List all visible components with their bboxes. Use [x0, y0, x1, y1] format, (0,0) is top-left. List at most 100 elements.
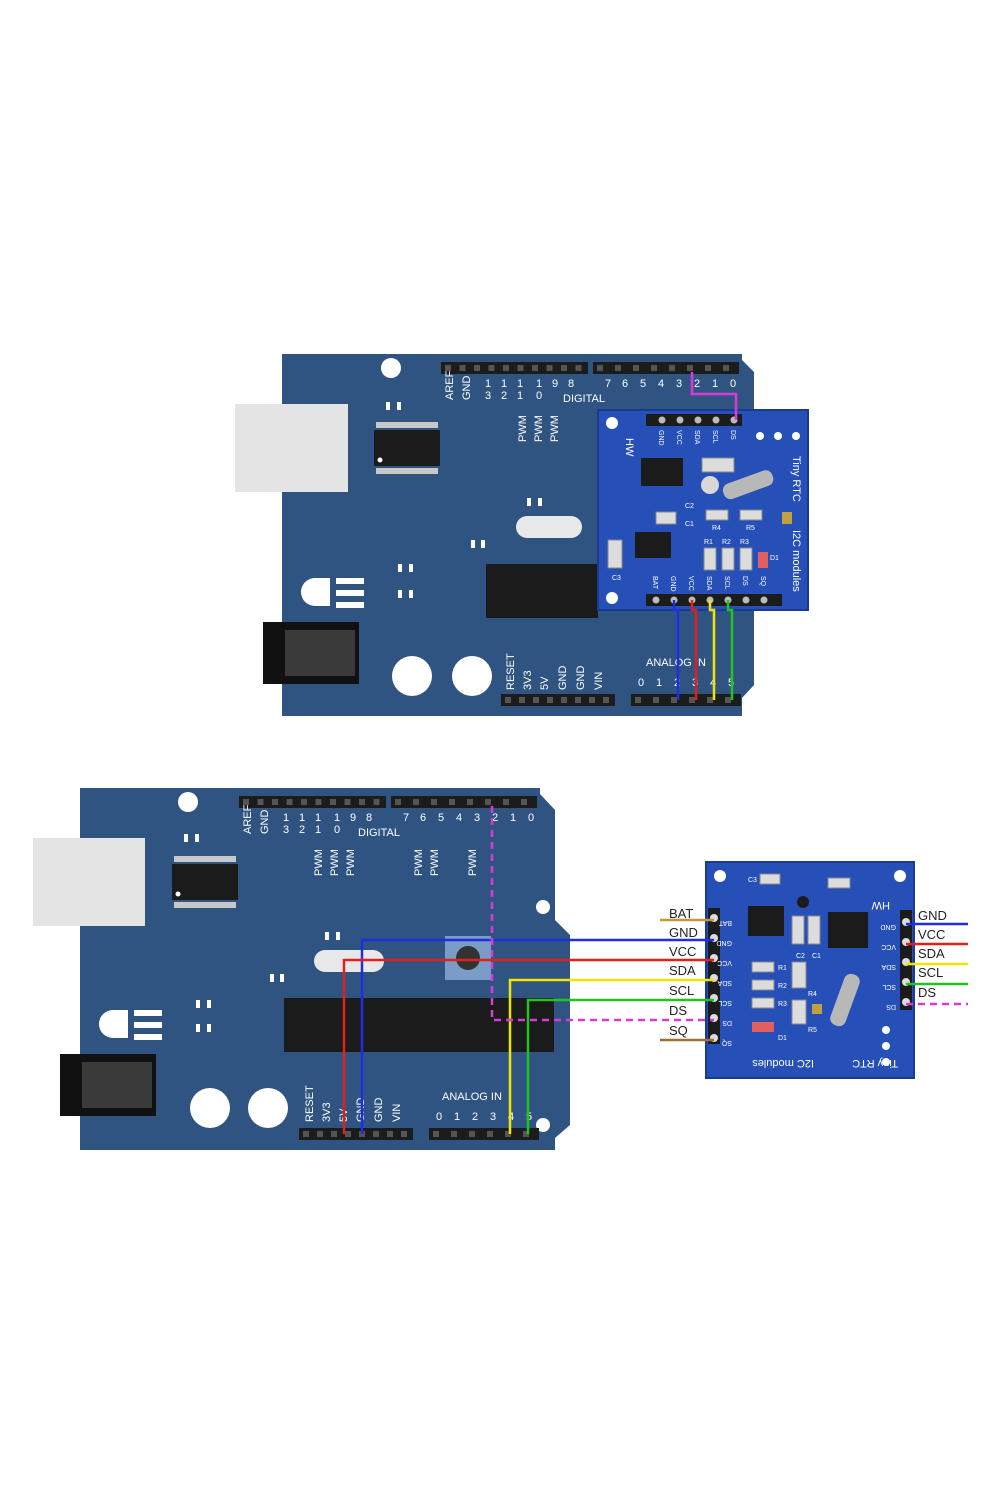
header-pin[interactable]: [669, 365, 675, 371]
header-pin[interactable]: [517, 365, 524, 371]
header-pin[interactable]: [459, 365, 466, 371]
pin-number-label: 1: [299, 812, 305, 824]
header-pin[interactable]: [373, 1131, 379, 1137]
power-label-reset: RESET: [304, 1085, 316, 1122]
header-pin[interactable]: [723, 365, 729, 371]
header-pin[interactable]: [687, 365, 693, 371]
header-pin[interactable]: [503, 799, 509, 805]
rtc-pin[interactable]: [712, 416, 720, 424]
header-pin[interactable]: [467, 799, 473, 805]
header-pin[interactable]: [505, 697, 511, 703]
header-pin[interactable]: [532, 365, 538, 371]
header-pin[interactable]: [373, 799, 380, 805]
header-pin[interactable]: [286, 799, 293, 805]
power-header: [501, 694, 615, 706]
rtc-pin[interactable]: [658, 416, 666, 424]
usb-chip: [374, 430, 440, 466]
rtc-pin-label: SCL: [711, 430, 718, 444]
rtc-pin[interactable]: [742, 596, 750, 604]
header-pin[interactable]: [671, 697, 677, 703]
rtc-subtitle: I2C modules: [790, 530, 802, 592]
header-pin[interactable]: [301, 799, 307, 805]
wire-vcc: [690, 600, 698, 700]
header-pin[interactable]: [387, 1131, 393, 1137]
rtc-pin-silk: SQ: [721, 1039, 732, 1046]
header-pin[interactable]: [635, 697, 641, 703]
header-pin[interactable]: [521, 799, 527, 805]
header-pin[interactable]: [330, 799, 336, 805]
header-pin[interactable]: [485, 799, 491, 805]
header-pin[interactable]: [345, 1131, 351, 1137]
header-pin[interactable]: [651, 365, 657, 371]
header-pin[interactable]: [533, 697, 539, 703]
header-pin[interactable]: [575, 697, 581, 703]
header-pin[interactable]: [597, 365, 603, 371]
rtc-pin[interactable]: [760, 596, 768, 604]
wire-scl: [526, 998, 714, 1134]
header-pin[interactable]: [505, 1131, 511, 1137]
header-pin[interactable]: [451, 1131, 457, 1137]
pin-number-label: 1: [334, 812, 340, 824]
header-pin[interactable]: [546, 365, 553, 371]
header-pin[interactable]: [487, 1131, 493, 1137]
header-pin[interactable]: [401, 1131, 407, 1137]
rtc-pin[interactable]: [694, 416, 702, 424]
header-pin[interactable]: [705, 365, 711, 371]
rtc-pin-silk: SDA: [881, 963, 896, 970]
header-pin[interactable]: [315, 799, 322, 805]
header-pin[interactable]: [589, 697, 595, 703]
header-pin[interactable]: [561, 365, 567, 371]
rtc-pin-silk: SDA: [717, 979, 732, 986]
header-pin[interactable]: [689, 697, 695, 703]
pin-label-gnd: GND: [669, 925, 698, 940]
rtc-subtitle: I2C modules: [752, 1057, 814, 1069]
header-pin[interactable]: [503, 365, 509, 371]
pwm-label: PWM: [429, 849, 441, 876]
header-pin[interactable]: [331, 1131, 337, 1137]
header-pin[interactable]: [519, 697, 525, 703]
header-pin[interactable]: [469, 1131, 475, 1137]
header-pin[interactable]: [317, 1131, 323, 1137]
header-pin[interactable]: [575, 365, 582, 371]
header-pin[interactable]: [523, 1131, 529, 1137]
component-label: R3: [778, 1001, 787, 1008]
header-pin[interactable]: [413, 799, 419, 805]
header-pin[interactable]: [707, 697, 713, 703]
header-pin[interactable]: [653, 697, 659, 703]
header-pin[interactable]: [474, 365, 480, 371]
wire-scl: [726, 600, 734, 700]
header-pin[interactable]: [615, 365, 621, 371]
header-pin[interactable]: [243, 799, 249, 805]
power-label-3v3: 3V3: [522, 670, 534, 690]
header-pin[interactable]: [449, 799, 455, 805]
rtc-pin[interactable]: [652, 596, 660, 604]
header-pin[interactable]: [359, 799, 365, 805]
header-pin[interactable]: [433, 1131, 439, 1137]
header-pin[interactable]: [303, 1131, 309, 1137]
component-label: D1: [778, 1035, 787, 1042]
power-header: [299, 1128, 413, 1140]
pin-number-label: 6: [420, 812, 426, 824]
pin-label-scl: SCL: [669, 983, 694, 998]
header-pin[interactable]: [633, 365, 639, 371]
digital-header-low: [391, 796, 537, 808]
analog-label: ANALOG IN: [442, 1091, 502, 1103]
header-pin[interactable]: [445, 365, 451, 371]
analog-pin-label: 0: [638, 677, 644, 689]
header-pin[interactable]: [257, 799, 264, 805]
wire-sda: [508, 978, 714, 1134]
header-pin[interactable]: [561, 697, 567, 703]
header-pin[interactable]: [725, 697, 731, 703]
pwm-label: PWM: [549, 415, 561, 442]
header-pin[interactable]: [488, 365, 495, 371]
pin-number-label: 9: [350, 812, 356, 824]
rtc-pin[interactable]: [676, 416, 684, 424]
header-pin[interactable]: [547, 697, 553, 703]
header-pin[interactable]: [272, 799, 278, 805]
header-pin[interactable]: [603, 697, 609, 703]
header-pin[interactable]: [395, 799, 401, 805]
header-pin[interactable]: [431, 799, 437, 805]
power-label-reset: RESET: [505, 653, 517, 690]
header-pin[interactable]: [344, 799, 351, 805]
